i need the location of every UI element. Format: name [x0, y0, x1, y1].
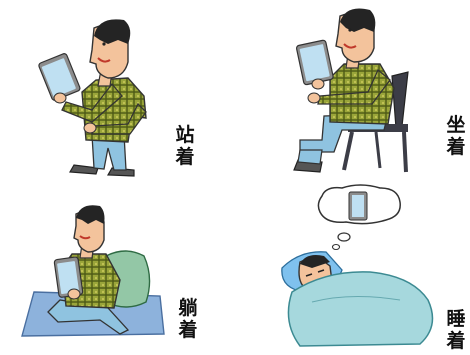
- tablet-icon: [38, 53, 81, 101]
- panel-sitting: [293, 8, 409, 173]
- panel-standing: [38, 19, 147, 177]
- panel-lying: [21, 205, 165, 337]
- caption-sitting: 坐 着: [446, 114, 466, 158]
- tablet-icon: [295, 39, 334, 86]
- thought-bubble-icon: [317, 184, 401, 251]
- panel-sleeping: [281, 184, 434, 347]
- caption-sleeping: 睡 着: [446, 308, 466, 352]
- caption-standing: 站 着: [175, 124, 195, 168]
- caption-lying: 躺 着: [178, 297, 198, 341]
